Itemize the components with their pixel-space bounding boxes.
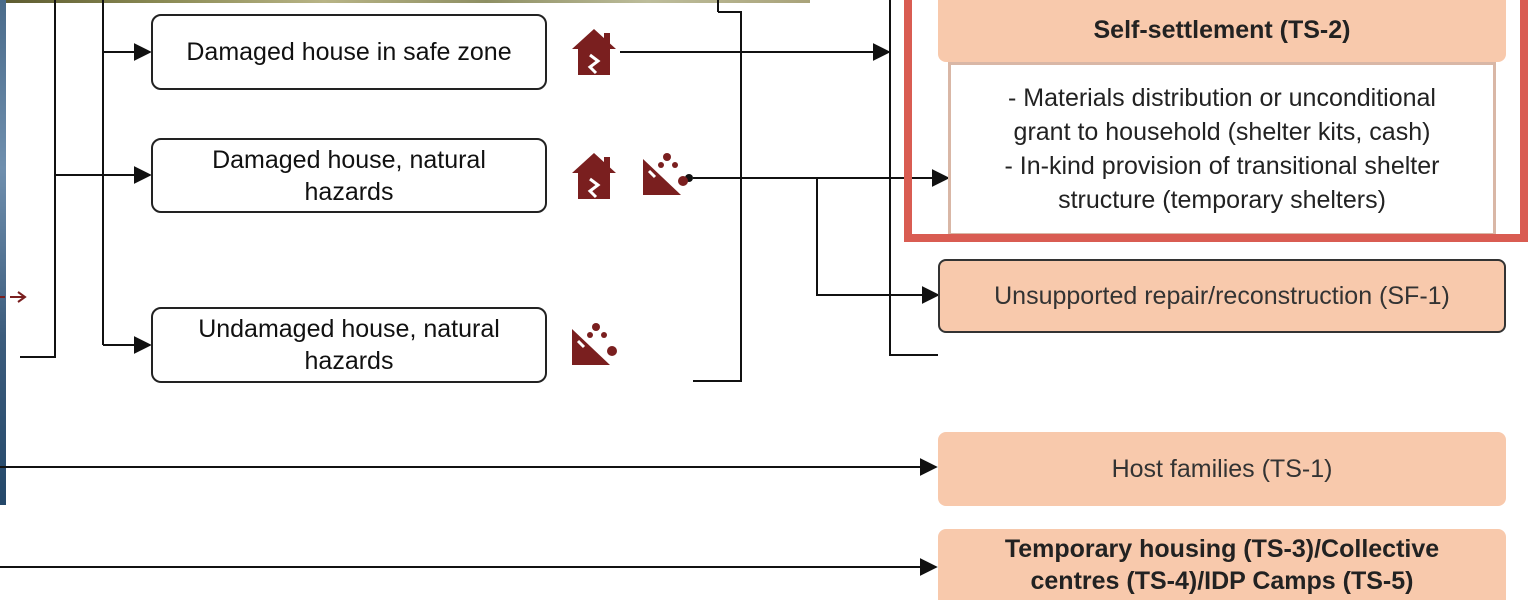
outcome-label-line2: centres (TS-4)/IDP Camps (TS-5) (1030, 566, 1414, 595)
outcome-temporary-housing: Temporary housing (TS-3)/Collective cent… (938, 529, 1506, 600)
decision-label-line1: Damaged house, natural (212, 145, 486, 174)
landslide-hazard-icon (572, 323, 617, 365)
outcome-title: Self-settlement (TS-2) (1093, 16, 1351, 44)
decision-damaged-safe-zone: Damaged house in safe zone (151, 14, 547, 90)
outcome-unsupported-repair: Unsupported repair/reconstruction (SF-1) (938, 259, 1506, 333)
detail-line: grant to household (shelter kits, cash) (1013, 118, 1431, 146)
detail-line: - In-kind provision of transitional shel… (1004, 152, 1440, 180)
highlight-frame (904, 0, 1528, 242)
outcome-label: Unsupported repair/reconstruction (SF-1) (994, 282, 1450, 310)
decision-damaged-natural-hazards: Damaged house, natural hazards (151, 138, 547, 213)
decision-label-line2: hazards (304, 347, 394, 375)
photo-strip-top (0, 0, 810, 3)
decision-undamaged-natural-hazards: Undamaged house, natural hazards (151, 307, 547, 383)
outcome-label: Host families (TS-1) (1111, 455, 1333, 483)
outcome-label-line1: Temporary housing (TS-3)/Collective (1004, 534, 1440, 563)
detail-line: - Materials distribution or unconditiona… (1008, 84, 1436, 112)
outcome-host-families: Host families (TS-1) (938, 432, 1506, 506)
damaged-house-icon (572, 29, 616, 75)
decision-label: Damaged house in safe zone (186, 38, 512, 66)
self-settlement-detail: - Materials distribution or unconditiona… (948, 62, 1496, 236)
outcome-self-settlement: Self-settlement (TS-2) (938, 0, 1506, 62)
landslide-hazard-icon (643, 153, 688, 195)
decision-label-line2: hazards (304, 177, 394, 206)
photo-strip-left (0, 0, 6, 505)
detail-line: structure (temporary shelters) (1058, 186, 1386, 214)
damaged-house-icon (572, 153, 616, 199)
decision-label-line1: Undamaged house, natural (198, 315, 500, 343)
